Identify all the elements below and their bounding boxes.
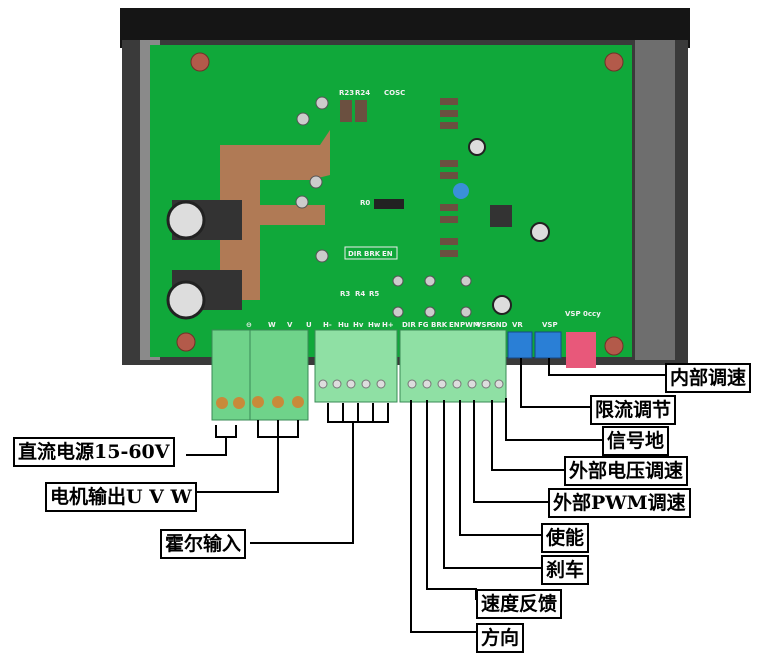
copper-busbar	[220, 130, 330, 300]
silk-sig-fg: FG	[418, 321, 429, 329]
silk-brk: BRK	[364, 250, 381, 258]
silk-hu: Hu	[338, 321, 349, 329]
silk-r0: R0	[360, 199, 370, 207]
silk-sig-en: EN	[449, 321, 460, 329]
power-terminal-block[interactable]	[211, 329, 251, 421]
vsp-dip-switch[interactable]	[566, 332, 596, 368]
silk-u: U	[306, 321, 312, 329]
silk-hplus: H+	[382, 321, 394, 329]
signal-terminal-block[interactable]	[399, 329, 507, 403]
label-motor-output: 电机输出U V W	[45, 482, 197, 512]
silk-vr: VR	[512, 321, 523, 329]
silk-hv: Hv	[353, 321, 364, 329]
silk-sig-pwm: PWM	[460, 321, 480, 329]
silk-r24: R24	[355, 89, 370, 97]
leader-lines	[136, 358, 665, 633]
label-external-voltage-speed: 外部电压调速	[564, 456, 689, 486]
silk-r4: R4	[355, 290, 365, 298]
silk-r3: R3	[340, 290, 350, 298]
silk-cosc: COSC	[384, 89, 405, 97]
silk-dir: DIR	[348, 250, 362, 258]
label-external-pwm-speed: 外部PWM调速	[548, 488, 691, 518]
hall-terminal-block[interactable]	[314, 329, 398, 403]
motor-terminal-block[interactable]	[249, 329, 309, 421]
label-direction: 方向	[476, 623, 525, 653]
silk-hminus: H-	[323, 321, 332, 329]
capacitor-icon	[166, 138, 550, 320]
current-limit-pot[interactable]	[507, 331, 533, 359]
label-speed-feedback: 速度反馈	[476, 589, 563, 619]
silk-w: W	[268, 321, 276, 329]
silk-r5: R5	[369, 290, 379, 298]
silk-r23: R23	[339, 89, 354, 97]
silk-sig-brk: BRK	[431, 321, 448, 329]
label-enable: 使能	[541, 523, 590, 553]
internal-speed-pot[interactable]	[534, 331, 562, 359]
label-power-input: 直流电源15-60V	[13, 437, 175, 467]
label-hall-input: 霍尔输入	[160, 529, 247, 559]
silk-vsp: VSP	[542, 321, 558, 329]
silk-v: V	[287, 321, 293, 329]
silk-minus: ⊖	[246, 321, 252, 329]
silk-sig-gnd: GND	[490, 321, 508, 329]
silk-en: EN	[382, 250, 393, 258]
label-internal-speed: 内部调速	[665, 363, 752, 393]
label-brake: 刹车	[541, 555, 590, 585]
silk-switch: VSP 0ccy	[565, 310, 601, 318]
label-signal-ground: 信号地	[602, 426, 670, 456]
silk-sig-dir: DIR	[402, 321, 416, 329]
silk-sig-vsp: VSP	[476, 321, 492, 329]
label-current-limit: 限流调节	[590, 395, 677, 425]
silk-hw: Hw	[368, 321, 381, 329]
screw-icon	[176, 52, 624, 356]
